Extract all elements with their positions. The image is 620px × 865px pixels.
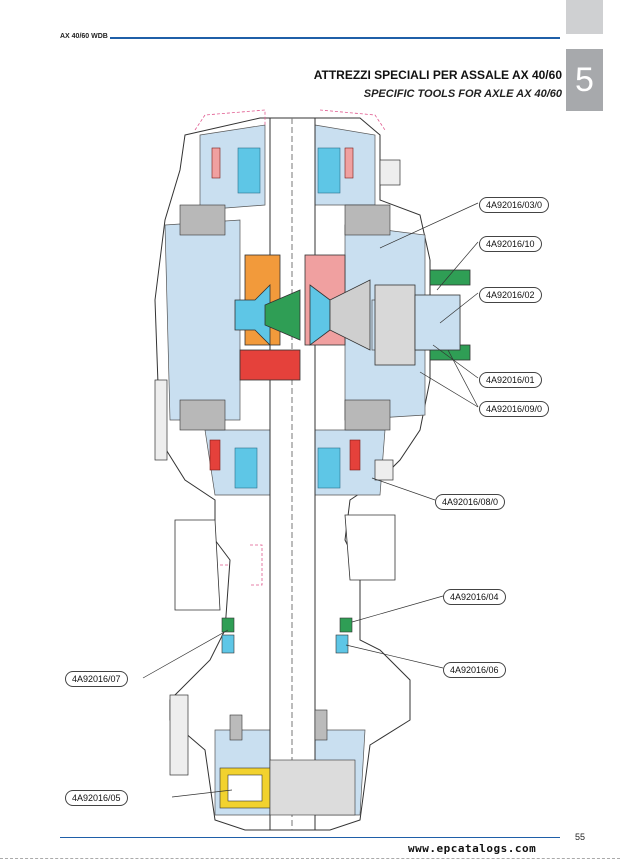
chapter-tab: 5: [566, 49, 603, 111]
callout-tool-4a92016-09-0: 4A92016/09/0: [479, 401, 550, 417]
hub-bearings: [219, 617, 356, 816]
central-shaft: [269, 117, 316, 831]
document-code: AX 40/60 WDB: [60, 33, 108, 40]
callout-tool-4a92016-06: 4A92016/06: [443, 662, 506, 678]
seals-red: [209, 147, 361, 471]
top-grey-tab: [566, 0, 603, 34]
callout-tool-4a92016-10: 4A92016/10: [479, 236, 542, 252]
callout-tool-4a92016-07: 4A92016/07: [65, 671, 128, 687]
page-number: 55: [575, 832, 586, 842]
callout-tool-4a92016-05: 4A92016/05: [65, 790, 128, 806]
side-brackets: [174, 514, 396, 611]
callout-tool-4a92016-01: 4A92016/01: [479, 372, 542, 388]
callout-tool-4a92016-03-0: 4A92016/03/0: [479, 197, 550, 213]
page-title-english: SPECIFIC TOOLS FOR AXLE AX 40/60: [363, 88, 562, 100]
footer-rule: [60, 837, 560, 838]
callout-tool-4a92016-02: 4A92016/02: [479, 287, 542, 303]
callout-tool-4a92016-08-0: 4A92016/08/0: [435, 494, 506, 510]
leader-lines: [142, 202, 479, 798]
bolts: [154, 159, 401, 776]
website-watermark: www.epcatalogs.com: [408, 842, 537, 855]
differential-assembly: [234, 254, 371, 381]
brake-disc-packs: [179, 204, 391, 431]
springs: [234, 147, 341, 489]
header-rule: [110, 37, 560, 39]
callout-tool-4a92016-04: 4A92016/04: [443, 589, 506, 605]
page-title-italian: ATTREZZI SPECIALI PER ASSALE AX 40/60: [313, 68, 562, 82]
pinion-flange: [374, 269, 471, 366]
page-edge-divider: [0, 858, 620, 859]
